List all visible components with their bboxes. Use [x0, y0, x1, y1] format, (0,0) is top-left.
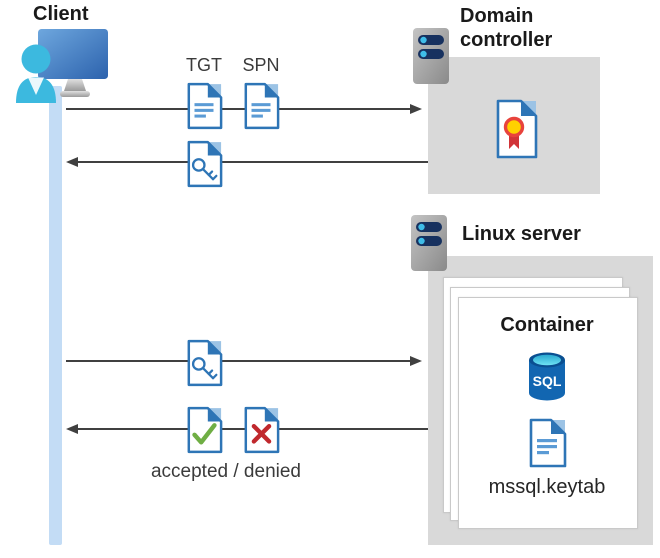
user-icon	[16, 44, 56, 103]
linux-server-title: Linux server	[462, 223, 581, 245]
domain-controller-title: Domain controller	[460, 5, 553, 52]
arrow-dc-to-client-head	[66, 157, 78, 167]
denied-document-icon	[244, 406, 280, 454]
sql-database-icon: SQL	[529, 352, 565, 401]
tgt-label: TGT	[186, 55, 222, 75]
arrow-client-to-linux-head	[410, 356, 422, 366]
certificate-document-icon	[496, 99, 538, 159]
key-glyph	[191, 158, 218, 181]
client-lifeline	[49, 86, 62, 545]
ticket-key-document-icon	[187, 140, 223, 188]
arrow-client-to-dc-head	[410, 104, 422, 114]
keytab-document-icon	[529, 418, 567, 468]
sql-label: SQL	[533, 373, 562, 389]
server-icon	[413, 28, 449, 84]
check-glyph	[192, 423, 217, 445]
accepted-denied-label: accepted / denied	[150, 461, 301, 482]
client-title: Client	[33, 3, 89, 25]
check-document-icon	[187, 406, 223, 454]
arrow-client-to-linux-line	[66, 360, 411, 362]
arrow-dc-to-client-line	[77, 161, 428, 163]
keytab-label: mssql.keytab	[488, 476, 606, 498]
arrow-linux-to-client-head	[66, 424, 78, 434]
container-card-front	[458, 297, 638, 529]
client-workstation-icon	[16, 29, 108, 103]
ticket-key-document-icon	[187, 339, 223, 387]
x-glyph	[251, 424, 272, 444]
tgt-document-icon	[187, 82, 223, 130]
key-glyph	[191, 357, 218, 380]
monitor-icon	[38, 29, 108, 97]
spn-label: SPN	[242, 55, 280, 75]
spn-document-icon	[244, 82, 280, 130]
server-icon	[411, 215, 447, 271]
arrow-client-to-dc-line	[66, 108, 411, 110]
container-title: Container	[500, 314, 594, 336]
